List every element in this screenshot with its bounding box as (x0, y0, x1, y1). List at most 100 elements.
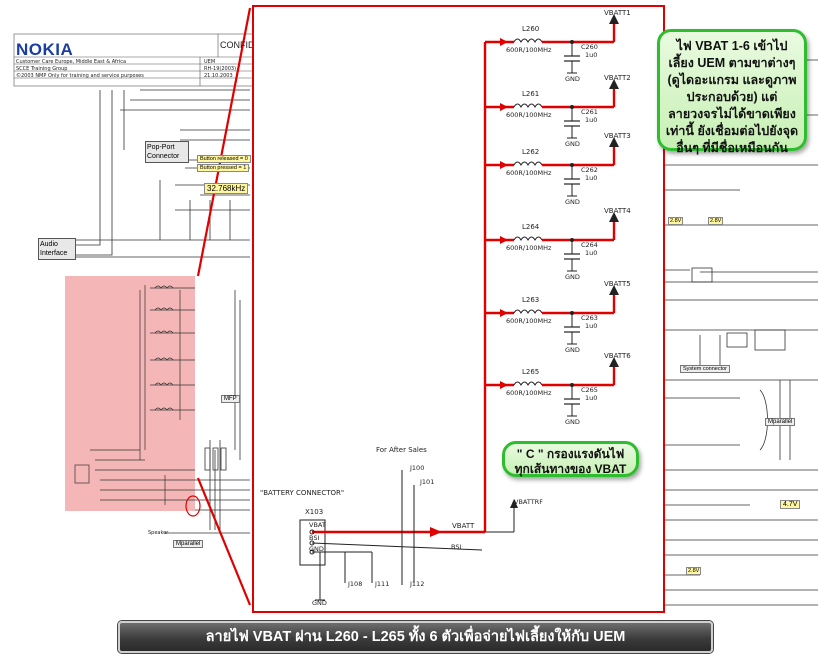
pin-gnd-label: GND (309, 545, 324, 553)
button-released-label: Button released = 0 (197, 155, 251, 163)
pin-vbat-label: VBAT (309, 521, 326, 529)
inductor-ref-1: L260 (522, 25, 540, 33)
voltage-28b-label: 2.8V (708, 217, 724, 225)
capacitor-value-5: 1u0 (585, 322, 598, 330)
info-right-2: RH-19(2003) (204, 66, 237, 72)
voltage-28c-label: 2.8V (686, 567, 702, 575)
button-pressed-label: Button pressed = 1 (197, 164, 250, 172)
vbatt-label-2: VBATT2 (604, 74, 631, 82)
info-right-3: 21.10.2003 (204, 73, 233, 79)
capacitor-ref-1: C260 (581, 43, 598, 51)
capacitor-ref-3: C262 (581, 166, 598, 174)
inductor-value-5: 600R/100MHz (506, 317, 552, 325)
voltage-47-label: 4.7V (780, 500, 801, 509)
mparallel-label: Mparallel (765, 418, 796, 426)
vbatt-label-5: VBATT5 (604, 280, 631, 288)
mfp-label: MFP (221, 395, 240, 403)
vbatt-label-6: VBATT6 (604, 352, 631, 360)
popport-connector-label: Pop-Port Connector (145, 141, 189, 163)
zoom-inset (252, 5, 665, 613)
inductor-ref-5: L263 (522, 296, 540, 304)
gnd-label-3: GND (565, 198, 580, 206)
inductor-coil (513, 103, 543, 108)
inductor-coil (513, 161, 543, 166)
red-arrow (500, 161, 508, 169)
gnd-label-5: GND (565, 346, 580, 354)
inductor-ref-4: L264 (522, 223, 540, 231)
gnd-label-2: GND (565, 140, 580, 148)
info-right-1: UEM (204, 59, 216, 65)
vbat-explanation-callout: ไฟ VBAT 1-6 เข้าไป เลี้ยง UEM ตามขาต่างๆ… (657, 29, 807, 155)
vbatt-label-3: VBATT3 (604, 132, 631, 140)
connector-pin (309, 540, 315, 546)
connector-pin (309, 549, 315, 555)
bsi-net-label: BSI (451, 543, 462, 551)
vbatt-arrow (609, 357, 619, 367)
vbatt-arrow (609, 212, 619, 222)
audio-interface-label: Audio Interface (38, 238, 76, 260)
inductor-coil (513, 38, 543, 43)
vbatt-arrow (609, 79, 619, 89)
gnd-label-4: GND (565, 273, 580, 281)
vbattrf-arrow (510, 499, 518, 508)
confidential-title: CONFID (220, 40, 255, 50)
capacitor-ref-5: C263 (581, 314, 598, 322)
pin-bsi-label: BSI (309, 534, 320, 542)
vbatt-arrow (609, 14, 619, 24)
vbatt-label-1: VBATT1 (604, 9, 631, 17)
vbatt-arrow (609, 285, 619, 295)
red-arrow (500, 309, 508, 317)
vbatt-label-4: VBATT4 (604, 207, 631, 215)
capacitor-note-callout: " C " กรองแรงดันไฟ ทุกเส้นทางของ VBAT (502, 441, 639, 477)
crystal-label: 32.768kHz (204, 183, 249, 194)
inductor-value-4: 600R/100MHz (506, 244, 552, 252)
capacitor-value-2: 1u0 (585, 116, 598, 124)
red-arrow (500, 381, 508, 389)
inductor-value-1: 600R/100MHz (506, 46, 552, 54)
gnd-label-1: GND (565, 75, 580, 83)
inductor-coil (513, 381, 543, 386)
inductor-coil (513, 236, 543, 241)
gnd-label-6: GND (565, 418, 580, 426)
vbatt-net-label: VBATT (452, 522, 475, 530)
inductor-ref-3: L262 (522, 148, 540, 156)
system-connector-label: System connector (680, 365, 731, 373)
vbatt-arrow (609, 137, 619, 147)
inductor-value-2: 600R/100MHz (506, 111, 552, 119)
pink-highlight-region (65, 276, 195, 511)
capacitor-value-4: 1u0 (585, 249, 598, 257)
battery-connector-box (299, 519, 326, 566)
battery-connector-label: "BATTERY CONNECTOR" (260, 489, 345, 497)
capacitor-ref-4: C264 (581, 241, 598, 249)
inductor-coil (513, 309, 543, 314)
red-arrow (500, 236, 508, 244)
inductor-value-6: 600R/100MHz (506, 389, 552, 397)
for-after-sales-label: For After Sales (376, 446, 427, 454)
capacitor-ref-6: C265 (581, 386, 598, 394)
capacitor-ref-2: C261 (581, 108, 598, 116)
vbat-red-arrow-main (430, 527, 442, 537)
tp-j112-label: J112 (410, 580, 425, 588)
mparallel-left-label: Mparallel (173, 540, 204, 548)
info-row-1: Customer Care Europe, Middle East & Afri… (16, 59, 127, 65)
red-arrow (500, 103, 508, 111)
tp-j101-label: J101 (420, 478, 435, 486)
nokia-logo: NOKIA (16, 40, 74, 59)
inductor-value-3: 600R/100MHz (506, 169, 552, 177)
tp-j111-label: J111 (375, 580, 390, 588)
connector-pin (309, 529, 315, 535)
gnd-bottom-label: GND (312, 599, 327, 607)
capacitor-value-6: 1u0 (585, 394, 598, 402)
zoom-wedge-lines (196, 7, 252, 606)
inductor-ref-2: L261 (522, 90, 540, 98)
voltage-28a-label: 2.8V (668, 217, 684, 225)
info-row-3: ©2003 NMP Only for training and service … (16, 73, 144, 79)
caption-bar: ลายไฟ VBAT ผ่าน L260 - L265 ทั้ง 6 ตัวเพ… (118, 621, 713, 653)
tp-j100-label: J100 (410, 464, 425, 472)
speaker-label: Speaker (148, 530, 169, 536)
bsi-line (311, 542, 483, 551)
inductor-ref-6: L265 (522, 368, 540, 376)
